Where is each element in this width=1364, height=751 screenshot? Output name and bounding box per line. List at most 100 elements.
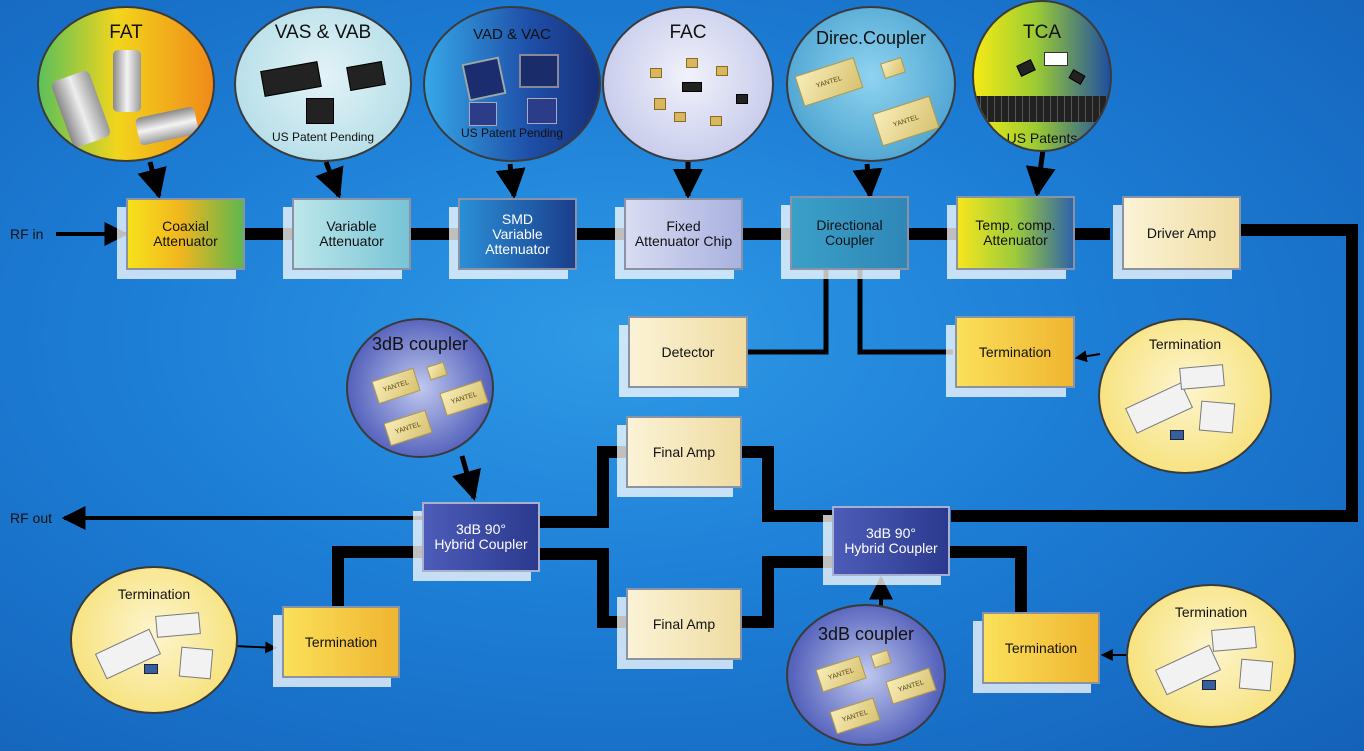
brand-mark: YANTEL (892, 113, 920, 129)
chip-part-icon (674, 112, 686, 122)
tca-patents-note: US Patents (1006, 130, 1078, 146)
termination-right-bubble-title: Termination (1174, 604, 1248, 620)
temp-comp-attenuator-label: Temp. comp. Attenuator (975, 217, 1056, 248)
hybrid-coupler-left-block: 3dB 90° Hybrid Coupler (422, 502, 540, 572)
resistor-part-icon (178, 646, 214, 680)
variable-attenuator-block: Variable Attenuator (292, 198, 411, 270)
smd-trimmer-part-icon (469, 102, 497, 126)
chip-part-icon (686, 58, 698, 68)
resistor-part-icon (1124, 382, 1194, 434)
hybrid-coupler-left-label: 3dB 90° Hybrid Coupler (434, 521, 528, 552)
coupler-part-icon: YANTEL (383, 409, 433, 447)
chip-part-icon (144, 664, 158, 674)
coupler-top-bubble-title: 3dB coupler (371, 334, 469, 354)
smd-trimmer-part-icon (519, 54, 559, 88)
resistor-part-icon (1179, 364, 1225, 390)
fixed-attenuator-chip-block: Fixed Attenuator Chip (624, 198, 743, 270)
brand-mark: YANTEL (897, 678, 925, 694)
smd-variable-attenuator-block: SMD Variable Attenuator (458, 198, 577, 270)
chip-part-icon (1170, 430, 1184, 440)
termination-right-bubble: Termination (1126, 584, 1296, 728)
tca-chip-icon (1044, 52, 1068, 66)
coaxial-part-icon (113, 50, 141, 112)
detector-label: Detector (661, 343, 715, 360)
coupler-bottom-bubble-title: 3dB coupler (817, 624, 915, 644)
chip-part-icon (736, 94, 748, 104)
coupler-part-icon: YANTEL (885, 667, 937, 705)
chip-part-icon (710, 116, 722, 126)
resistor-part-icon (155, 612, 201, 638)
hybrid-coupler-right-label: 3dB 90° Hybrid Coupler (844, 525, 938, 556)
chip-part-icon (650, 68, 662, 78)
wire-hyb-final-top (742, 446, 832, 522)
vad-vac-patent-note: US Patent Pending (460, 126, 564, 140)
vas-vab-product-bubble: VAS & VAB US Patent Pending (234, 6, 412, 162)
wire-hyb-term-right (948, 546, 1027, 612)
variable-attenuator-part-icon (260, 61, 322, 97)
final-amp-top-label: Final Amp (652, 443, 716, 460)
directional-coupler-label: Directional Coupler (816, 217, 883, 248)
termination-top-block: Termination (955, 316, 1075, 388)
tca-chip-icon (1068, 69, 1086, 85)
variable-attenuator-part-icon (306, 98, 334, 124)
temp-comp-attenuator-block: Temp. comp. Attenuator (956, 196, 1075, 270)
resistor-part-icon (1211, 626, 1257, 652)
brand-mark: YANTEL (394, 420, 422, 436)
coaxial-attenuator-block: Coaxial Attenuator (126, 198, 245, 270)
smd-trimmer-part-icon (461, 56, 507, 102)
coupler-part-icon: YANTEL (439, 379, 489, 417)
coupler-part-icon: YANTEL (815, 655, 867, 693)
termination-right-block: Termination (982, 612, 1100, 684)
coupler-part-icon: YANTEL (829, 697, 881, 735)
brand-mark: YANTEL (827, 666, 855, 682)
termination-left-block: Termination (282, 606, 400, 678)
resistor-part-icon (1198, 400, 1236, 434)
coupler-top-bubble: 3dB coupler YANTEL YANTEL YANTEL (346, 318, 494, 458)
termination-right-label: Termination (1004, 639, 1078, 656)
chip-part-icon (1202, 680, 1216, 690)
direc-coupler-product-bubble: Direc.Coupler YANTEL YANTEL (786, 6, 956, 162)
variable-attenuator-label: Variable Attenuator (319, 218, 384, 249)
vad-vac-product-bubble: VAD & VAC US Patent Pending (423, 6, 601, 162)
coupler-part-icon: YANTEL (872, 95, 940, 147)
brand-mark: YANTEL (450, 390, 478, 406)
wire-final-bot-hyb (540, 548, 626, 628)
rf-out-label: RF out (10, 510, 53, 526)
brand-mark: YANTEL (382, 378, 410, 394)
coaxial-attenuator-label: Coaxial Attenuator (153, 218, 218, 249)
direc-coupler-title: Direc.Coupler (815, 28, 927, 48)
directional-coupler-block: Directional Coupler (790, 196, 909, 270)
wire-driver-return (951, 224, 1358, 522)
coupler-part-icon (426, 361, 448, 381)
resistor-part-icon (1238, 658, 1274, 692)
coupler-part-icon (880, 56, 906, 80)
wire-hyb-term-left (332, 546, 422, 606)
variable-attenuator-part-icon (346, 61, 386, 91)
hybrid-coupler-right-block: 3dB 90° Hybrid Coupler (832, 506, 950, 576)
termination-top-bubble: Termination (1098, 318, 1272, 474)
fac-title: FAC (669, 22, 707, 43)
wire-final-top-hyb (540, 446, 626, 528)
final-amp-top-block: Final Amp (626, 416, 742, 488)
rf-in-label: RF in (10, 226, 44, 242)
coupler-part-icon: YANTEL (794, 57, 864, 107)
tca-chip-icon (1016, 59, 1036, 77)
final-amp-bottom-block: Final Amp (626, 588, 742, 660)
termination-left-bubble-title: Termination (117, 586, 191, 602)
vas-vab-title: VAS & VAB (274, 22, 372, 43)
fat-product-bubble: FAT (37, 6, 215, 162)
fac-product-bubble: FAC (602, 6, 774, 162)
wire-hyb-final-bot (742, 556, 832, 628)
coupler-part-icon (870, 649, 892, 669)
chip-part-icon (682, 82, 702, 92)
tca-product-bubble: TCA US Patents (972, 0, 1112, 152)
brand-mark: YANTEL (815, 74, 843, 90)
wire-termination (857, 270, 953, 355)
smd-variable-attenuator-label: SMD Variable Attenuator (485, 210, 550, 257)
coupler-bottom-bubble: 3dB coupler YANTEL YANTEL YANTEL (786, 604, 946, 746)
fixed-attenuator-chip-label: Fixed Attenuator Chip (634, 218, 733, 249)
detector-block: Detector (628, 316, 748, 388)
brand-mark: YANTEL (841, 708, 869, 724)
termination-top-label: Termination (978, 343, 1052, 360)
fat-title: FAT (109, 22, 143, 43)
